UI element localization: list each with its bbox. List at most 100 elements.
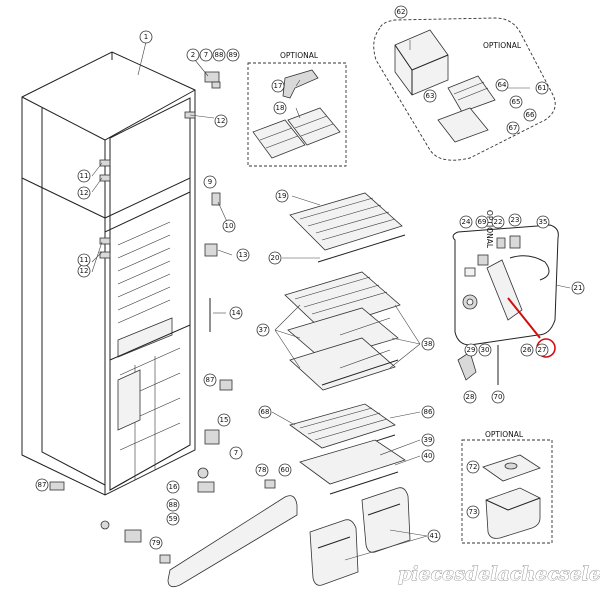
callout-12: 12 (77, 186, 91, 200)
svg-text:88: 88 (215, 51, 224, 59)
callout-65: 65 (509, 95, 523, 109)
svg-text:19: 19 (278, 192, 287, 200)
callout-68: 68 (258, 405, 272, 419)
svg-text:12: 12 (217, 117, 226, 125)
callout-12: 12 (214, 114, 228, 128)
callout-22: 22 (491, 215, 505, 229)
callout-79: 79 (149, 536, 163, 550)
svg-text:20: 20 (271, 254, 280, 262)
svg-text:37: 37 (259, 326, 268, 334)
svg-text:88: 88 (169, 501, 178, 509)
callout-11: 11 (77, 253, 91, 267)
small-parts (100, 71, 298, 588)
callout-27: 27 (535, 343, 549, 357)
svg-text:14: 14 (232, 309, 241, 317)
callout-2: 2 (186, 48, 200, 62)
callout-40: 40 (421, 449, 435, 463)
callout-7: 7 (199, 48, 213, 62)
callout-73: 73 (466, 505, 480, 519)
svg-text:1: 1 (144, 33, 148, 41)
svg-text:66: 66 (526, 111, 535, 119)
svg-text:23: 23 (511, 216, 520, 224)
svg-text:15: 15 (220, 416, 229, 424)
svg-text:65: 65 (512, 98, 521, 106)
callout-87: 87 (203, 373, 217, 387)
callout-15: 15 (217, 413, 231, 427)
callout-11: 11 (77, 169, 91, 183)
svg-text:2: 2 (191, 51, 195, 59)
crisper-boxes (309, 487, 411, 586)
callout-88: 88 (166, 498, 180, 512)
optional-label: OPTIONAL (280, 51, 319, 60)
svg-text:41: 41 (430, 532, 439, 540)
svg-text:16: 16 (169, 483, 178, 491)
optional-label: OPTIONAL (485, 430, 524, 439)
callout-86: 86 (421, 405, 435, 419)
callout-87: 87 (35, 478, 49, 492)
svg-text:22: 22 (494, 218, 503, 226)
callout-78: 78 (255, 463, 269, 477)
svg-text:40: 40 (424, 452, 433, 460)
callout-28: 28 (463, 390, 477, 404)
svg-text:59: 59 (169, 515, 178, 523)
optional-label: OPTIONAL (483, 41, 522, 50)
optional-label: OPTIONAL (485, 210, 494, 249)
svg-text:13: 13 (239, 251, 248, 259)
callout-72: 72 (466, 460, 480, 474)
callout-35: 35 (536, 215, 550, 229)
svg-text:78: 78 (258, 466, 267, 474)
svg-text:21: 21 (574, 284, 583, 292)
leader-lines (91, 40, 571, 561)
svg-text:86: 86 (424, 408, 433, 416)
callout-89: 89 (226, 48, 240, 62)
optional-lower-group: OPTIONAL (461, 430, 553, 544)
svg-text:62: 62 (397, 8, 406, 16)
callout-60: 60 (278, 463, 292, 477)
svg-text:11: 11 (80, 256, 89, 264)
callout-69: 69 (475, 215, 489, 229)
optional-ice-tray-group: OPTIONAL (247, 51, 347, 167)
callout-61: 61 (535, 81, 549, 95)
svg-text:27: 27 (538, 346, 547, 354)
callout-10: 10 (222, 219, 236, 233)
svg-text:12: 12 (80, 267, 89, 275)
highlight-leader (507, 297, 541, 339)
svg-text:87: 87 (206, 376, 215, 384)
svg-text:70: 70 (494, 393, 503, 401)
callout-7: 7 (229, 446, 243, 460)
control-box: OPTIONAL (452, 210, 559, 385)
callout-26: 26 (520, 343, 534, 357)
svg-text:87: 87 (38, 481, 47, 489)
svg-text:28: 28 (466, 393, 475, 401)
svg-text:38: 38 (424, 340, 433, 348)
svg-text:72: 72 (469, 463, 478, 471)
callout-67: 67 (506, 121, 520, 135)
callout-19: 19 (275, 189, 289, 203)
svg-text:73: 73 (469, 508, 478, 516)
callout-64: 64 (495, 78, 509, 92)
svg-text:39: 39 (424, 436, 433, 444)
svg-text:7: 7 (234, 449, 238, 457)
callout-1: 1 (139, 30, 153, 44)
callout-30: 30 (478, 343, 492, 357)
callout-39: 39 (421, 433, 435, 447)
callout-21: 21 (571, 281, 585, 295)
svg-text:26: 26 (523, 346, 532, 354)
svg-text:10: 10 (225, 222, 234, 230)
callout-37: 37 (256, 323, 270, 337)
svg-text:18: 18 (276, 104, 285, 112)
optional-ice-maker-group: OPTIONAL (373, 17, 556, 161)
callout-88: 88 (212, 48, 226, 62)
callout-70: 70 (491, 390, 505, 404)
callout-41: 41 (427, 529, 441, 543)
svg-text:61: 61 (538, 84, 547, 92)
callout-29: 29 (464, 343, 478, 357)
callout-59: 59 (166, 512, 180, 526)
svg-text:17: 17 (274, 82, 283, 90)
callout-20: 20 (268, 251, 282, 265)
svg-text:64: 64 (498, 81, 507, 89)
shelves (284, 192, 406, 495)
svg-text:67: 67 (509, 124, 518, 132)
callout-63: 63 (423, 89, 437, 103)
callout-13: 13 (236, 248, 250, 262)
